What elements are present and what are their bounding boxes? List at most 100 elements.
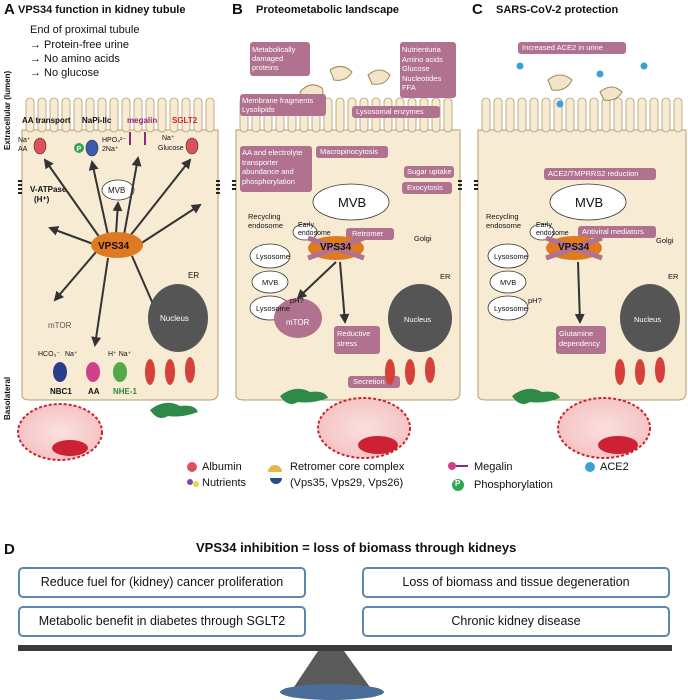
nbc1-transporter — [53, 362, 67, 382]
panel-d: D VPS34 inhibition = loss of biomass thr… — [4, 540, 672, 700]
fibroblast-a — [150, 402, 198, 418]
legend-retromer: Retromer core complex — [290, 461, 405, 473]
label-antiviral: Antiviral mediators — [582, 227, 644, 236]
label-lysosomal-enzymes: Lysosomal enzymes — [356, 107, 424, 116]
svg-text:(H⁺): (H⁺) — [34, 195, 50, 204]
legend-nutrients: Nutrients — [202, 477, 247, 489]
svg-text:C: C — [472, 1, 483, 18]
panel-c: C SARS-CoV-2 protection MVB — [472, 1, 687, 459]
box-ace2-urine — [518, 42, 626, 54]
label-lysosome2-c: Lysosome — [494, 304, 528, 313]
balance-fulcrum — [292, 651, 372, 690]
box-membrane — [240, 94, 326, 116]
box-reductive-stress — [334, 326, 380, 354]
nucleus-a — [148, 284, 208, 352]
panel-a-note-3: → No amino acids — [30, 53, 120, 65]
box-tmprss2 — [544, 168, 656, 180]
svg-text:Nucleus: Nucleus — [160, 314, 189, 323]
box-macropinocytosis — [316, 146, 388, 158]
megalin-receptors-a — [129, 132, 146, 145]
panel-a-note-4: → No glucose — [30, 67, 99, 79]
svg-text:ER: ER — [188, 271, 199, 280]
label-nucleus-c: Nucleus — [634, 315, 662, 324]
legend-megalin: Megalin — [474, 461, 513, 473]
fulcrum-base — [280, 684, 384, 700]
label-ph-c: pH? — [528, 296, 542, 305]
mvb-a — [101, 179, 135, 201]
legend-p-glyph: P — [455, 479, 461, 488]
legend-albumin: Albumin — [202, 461, 242, 473]
box-damaged-proteins — [250, 42, 310, 76]
napi-transporter — [85, 139, 99, 157]
svg-text:Na⁺: Na⁺ — [65, 351, 78, 358]
vps34-node-a — [91, 232, 143, 258]
label-membrane: Membrane fragments Lysolipids — [242, 96, 314, 114]
svg-text:VPS34: VPS34 — [98, 241, 130, 252]
svg-text:HCO₃⁻: HCO₃⁻ — [38, 351, 60, 358]
label-recycling-b: Recycling endosome — [248, 212, 284, 230]
box-exocytosis — [402, 182, 452, 194]
tight-junction-a — [18, 180, 220, 194]
label-early-b: Early endosome — [298, 222, 331, 237]
panel-a-note-1: End of proximal tubule — [30, 24, 139, 36]
svg-text:H⁺ Na⁺: H⁺ Na⁺ — [108, 351, 132, 358]
legend-ace2: ACE2 — [600, 461, 629, 473]
label-nbc1: NBC1 — [50, 387, 72, 396]
label-mvb-small-c: MVB — [500, 278, 517, 287]
label-secretion: Secretion — [353, 377, 385, 386]
label-early-c: Early endosome — [536, 222, 569, 237]
svg-text:B: B — [232, 1, 243, 18]
sglt2-transporter — [185, 137, 199, 155]
label-retromer: Retromer — [352, 229, 384, 238]
outcome-box-cancer: Reduce fuel for (kidney) cancer prolifer… — [18, 567, 306, 598]
label-nucleus-b: Nucleus — [404, 315, 432, 324]
box-sugar-uptake — [404, 166, 454, 178]
svg-text:MVB: MVB — [338, 195, 366, 210]
side-label-lumen: Extracellular (lumen) — [3, 71, 12, 150]
label-er-c: ER — [668, 272, 679, 281]
svg-text:VPS34 inhibition = loss of bio: VPS34 inhibition = loss of biomass throu… — [196, 540, 516, 555]
vps34-arrows — [43, 156, 202, 347]
label-sugar-uptake: Sugar uptake — [407, 167, 452, 176]
microvilli-a — [25, 97, 215, 133]
side-label-basolateral: Basolateral — [3, 377, 12, 420]
label-mtor-b: mTOR — [286, 318, 310, 327]
box-antiviral — [578, 226, 656, 238]
panel-b: B Proteometabolic landscape — [232, 1, 462, 459]
nhe1-transporter — [113, 362, 127, 382]
svg-text:2Na⁺: 2Na⁺ — [102, 146, 119, 153]
label-golgi-b: Golgi — [414, 234, 432, 243]
svg-text:AA: AA — [18, 146, 28, 153]
label-macropinocytosis: Macropinocytosis — [320, 147, 378, 156]
label-exocytosis: Exocytosis — [407, 183, 443, 192]
label-vps34-b: VPS34 — [320, 242, 352, 253]
panel-a-title: VPS34 function in kidney tubule — [18, 4, 185, 16]
svg-text:Na⁺: Na⁺ — [18, 137, 31, 144]
label-nhe1: NHE-1 — [113, 387, 138, 396]
label-napi: NaPi-IIc — [82, 116, 112, 125]
svg-text:Na⁺: Na⁺ — [162, 135, 175, 142]
label-er-b: ER — [440, 272, 451, 281]
svg-text:P: P — [77, 146, 82, 153]
phospho-icon — [74, 143, 84, 153]
label-lysosome-c: Lysosome — [494, 252, 528, 261]
svg-text:Proteometabolic landscape: Proteometabolic landscape — [256, 4, 399, 16]
label-ace2-urine: Increased ACE2 in urine — [522, 43, 603, 52]
label-nutrienturia: Nutrienturia Amino acids Glucose Nucleot… — [402, 45, 443, 92]
label-megalin: megalin — [127, 116, 157, 125]
label-vps34-c: VPS34 — [558, 242, 590, 253]
label-reductive-stress: Reductive stress — [337, 329, 371, 348]
box-aa-electrolyte — [240, 146, 312, 192]
svg-text:Glucose: Glucose — [158, 145, 184, 152]
label-aa-transport: AA transport — [22, 116, 71, 125]
label-tmprss2: ACE2/TMPRRS2 reduction — [548, 169, 639, 178]
aa-basolateral-transporter — [86, 362, 100, 382]
label-aa-baso: AA — [88, 387, 100, 396]
label-golgi-c: Golgi — [656, 236, 674, 245]
label-aa-electrolyte: AA and electrolyte transporter abundance… — [242, 148, 303, 186]
outcome-box-diabetes: Metabolic benefit in diabetes through SG… — [18, 606, 306, 637]
vatpase-label: V-ATPase — [30, 185, 67, 194]
box-lysosomal-enzymes — [352, 106, 440, 118]
label-lysosome-b: Lysosome — [256, 252, 290, 261]
